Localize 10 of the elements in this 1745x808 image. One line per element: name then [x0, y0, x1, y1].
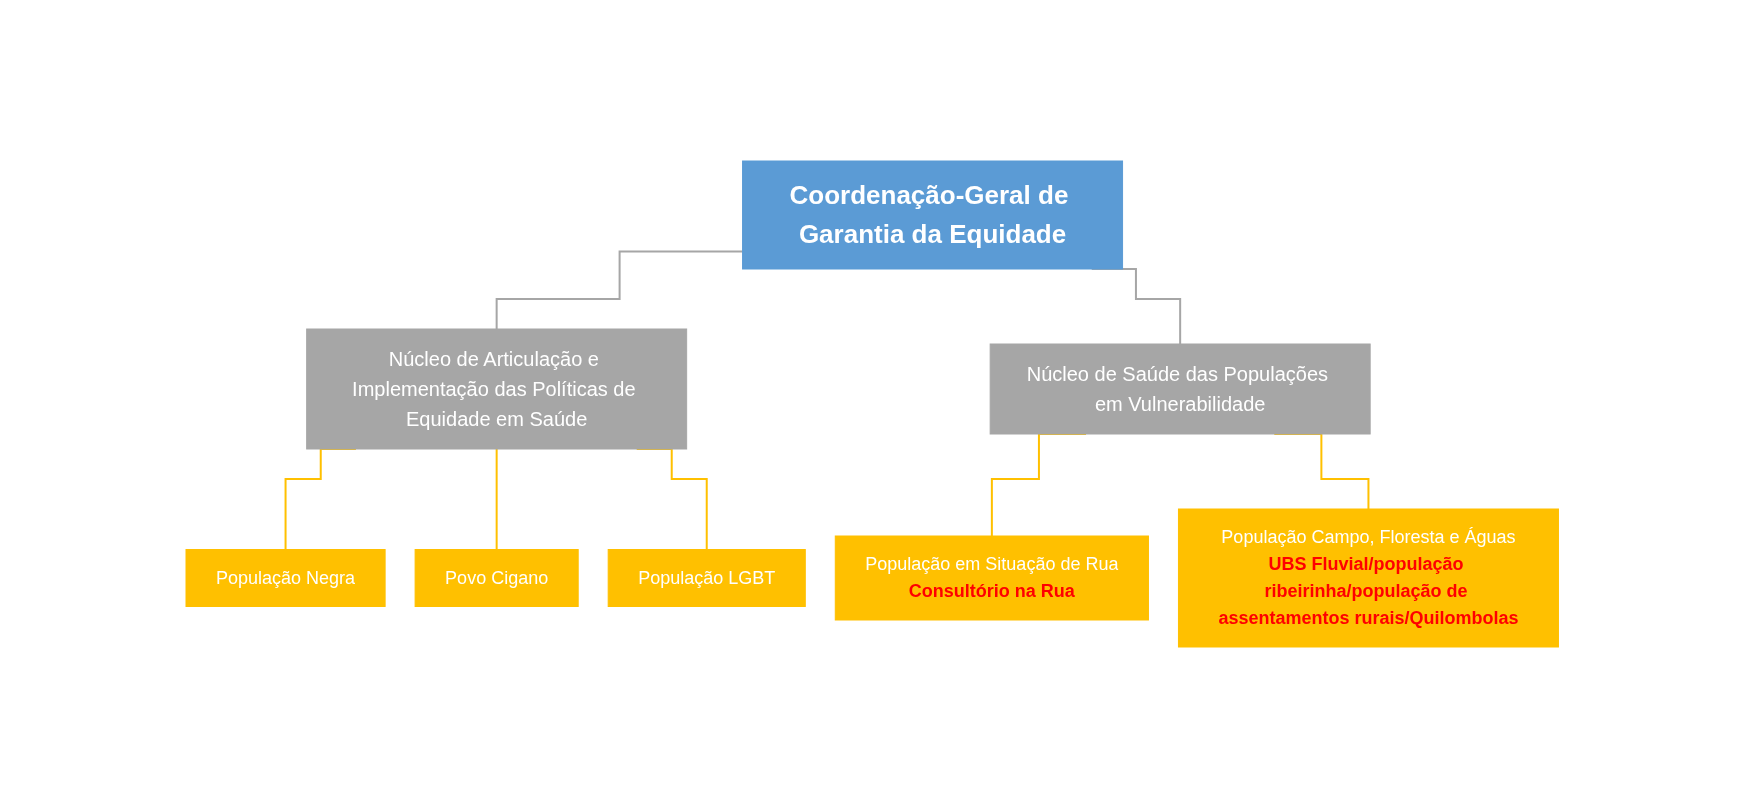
node-box: Núcleo de Saúde das Populações em Vulnerabilidade: [989, 343, 1371, 435]
node-box: População LGBT: [607, 549, 807, 607]
node-box: Núcleo de Articulação e Implementação das Políticas de Equidade em Saúde: [306, 328, 688, 450]
connector: [495, 448, 498, 551]
node-box: População Negra: [185, 549, 386, 607]
node-box: Povo Cigano: [414, 549, 579, 607]
node-box: População em Situação de Rua Consultório na Rua: [835, 535, 1150, 621]
node-box: Coordenação-Geral de Garantia da Equidade: [742, 160, 1124, 270]
node-box: População Campo, Floresta e Águas UBS Fluvial/população ribeirinha/população de assentamentos rurais/Quilombolas: [1178, 508, 1560, 648]
connector: [495, 250, 744, 330]
